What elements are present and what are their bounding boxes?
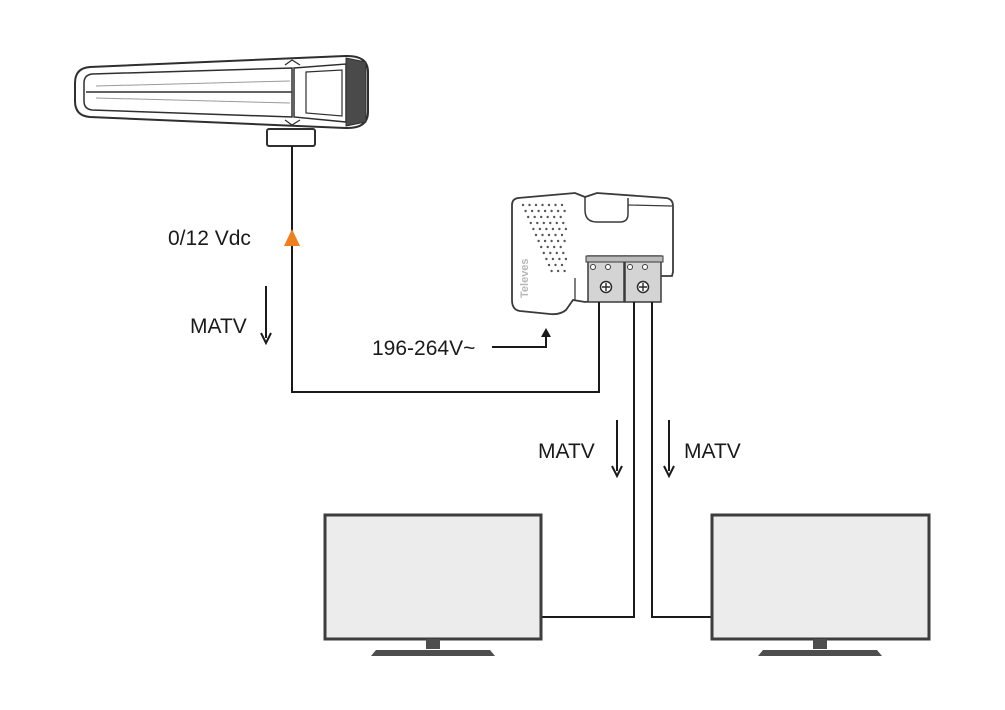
- antenna-cable: [291, 146, 600, 393]
- mains-cable: [492, 334, 547, 348]
- cables: [291, 146, 714, 618]
- antenna-icon: [74, 54, 369, 147]
- dc-feed-arrow: [284, 229, 300, 246]
- tv2-cable: [651, 302, 714, 618]
- tv-icon: [710, 513, 931, 656]
- tv-icon: [323, 513, 543, 656]
- tv1-cable: [541, 302, 635, 618]
- mains-voltage-label: 196-264V~: [372, 337, 475, 360]
- matv-tv1-arrow: [611, 420, 623, 479]
- matv-antenna-label: MATV: [190, 315, 247, 338]
- vent-grille: [521, 203, 568, 273]
- matv-tv2-arrow: [663, 420, 675, 479]
- matv-antenna-arrow: [260, 286, 272, 346]
- matv-tv2-label: MATV: [684, 440, 741, 463]
- brand-label: Televes: [519, 258, 531, 298]
- dc-feed-label: 0/12 Vdc: [168, 227, 251, 250]
- matv-tv1-label: MATV: [538, 440, 595, 463]
- power-supply-icon: Televes: [511, 192, 674, 316]
- mains-arrowhead: [541, 328, 551, 337]
